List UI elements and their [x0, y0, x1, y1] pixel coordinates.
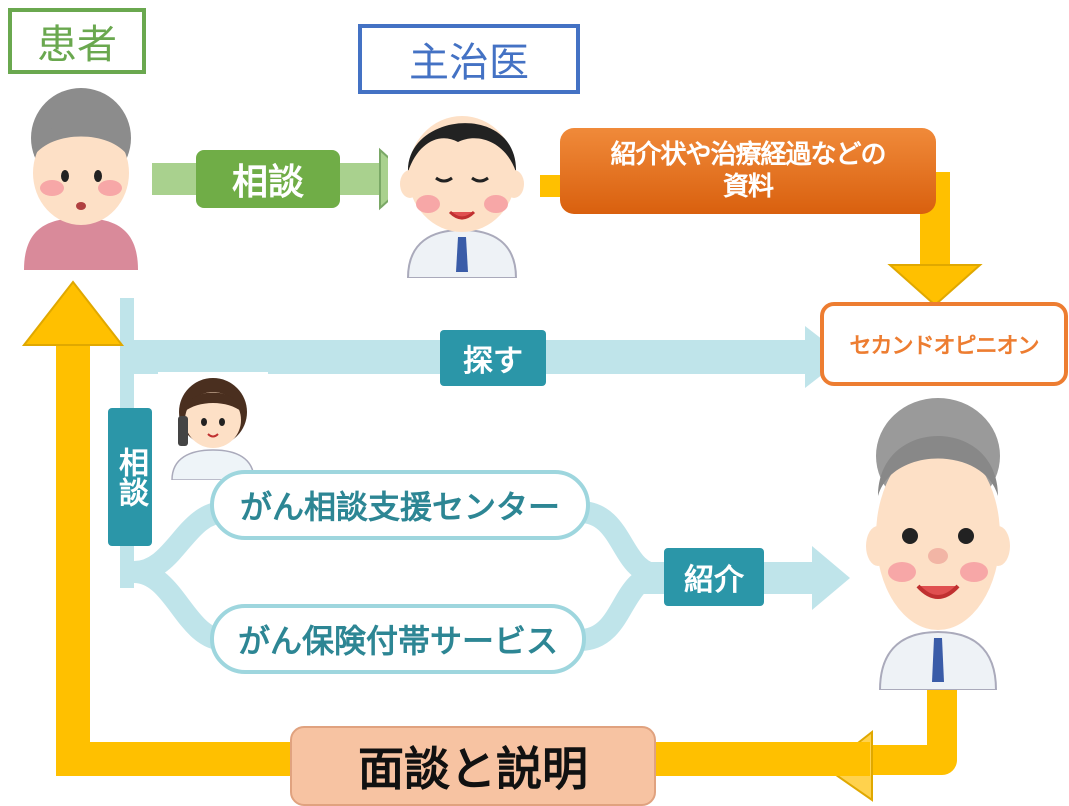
documents-line1: 紹介状や治療経過などの [610, 139, 886, 170]
patient-label: 患者 [8, 8, 146, 74]
consult-vertical-tag: 相談 [108, 408, 152, 546]
doctor-man-icon [388, 92, 536, 278]
elder-doctor-icon [858, 386, 1018, 690]
insurance-service-pill: がん保険付帯サービス [210, 604, 586, 674]
referral-tag: 紹介 [664, 548, 764, 606]
interview-label: 面談と説明 [290, 726, 656, 806]
patient-woman-icon [10, 78, 152, 270]
documents-label: 紹介状や治療経過などの 資料 [560, 128, 936, 214]
search-tag: 探す [440, 330, 546, 386]
consult-label: 相談 [196, 150, 340, 208]
documents-line2: 資料 [722, 172, 774, 202]
second-opinion-label: セカンドオピニオン [820, 302, 1068, 386]
cancer-center-pill: がん相談支援センター [210, 470, 590, 540]
nurse-phone-icon [158, 372, 268, 480]
attending-doctor-label: 主治医 [358, 24, 580, 94]
